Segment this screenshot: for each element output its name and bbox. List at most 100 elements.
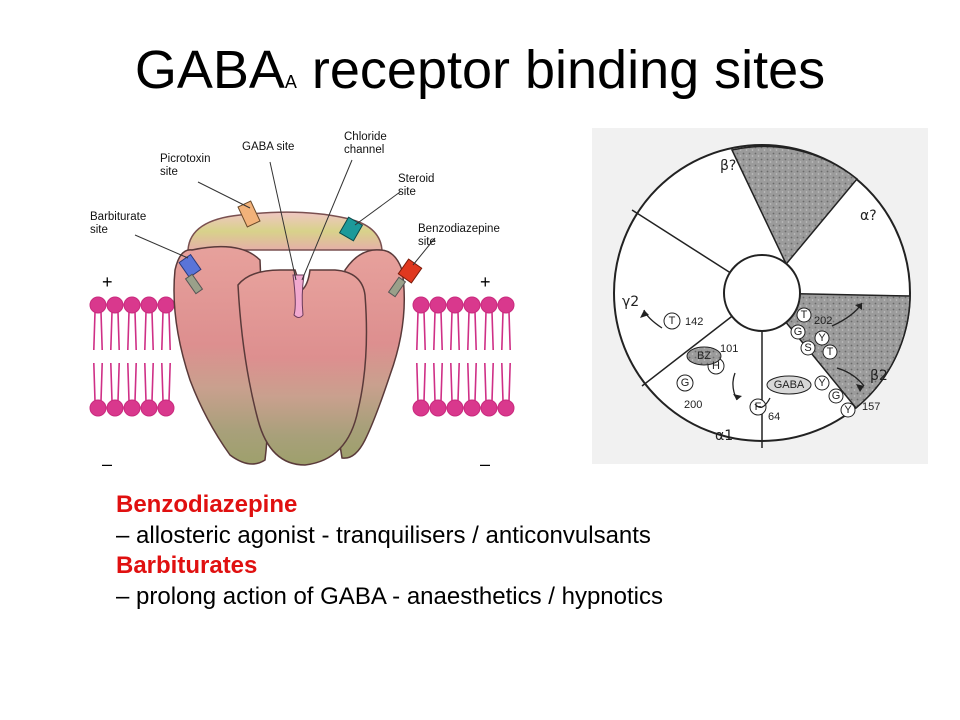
lipid-head [463, 296, 481, 314]
binding-site-markers [178, 200, 423, 298]
residue-GABA: GABA [774, 379, 805, 391]
lipid-head [497, 399, 515, 417]
charge-minus-left: – [102, 454, 112, 474]
lipid-head [123, 399, 141, 417]
lipid-tail [423, 311, 426, 351]
number-202: 202 [814, 315, 832, 327]
lipid-head [446, 399, 464, 417]
lipid-tail [484, 362, 487, 402]
residue-BZ: BZ [697, 350, 711, 362]
lipid-tail [508, 362, 511, 402]
lipid-head [480, 296, 498, 314]
slide-title: GABAA receptor binding sites [0, 38, 960, 114]
charge-minus-right: – [480, 454, 490, 474]
residue-Y157: Y [844, 404, 852, 416]
lipid-head [497, 296, 515, 314]
residue-T: T [827, 346, 834, 358]
lipid-tail [168, 311, 171, 351]
lipid-head [89, 296, 107, 314]
lipid-tail [491, 311, 494, 351]
receptor-protein [173, 211, 406, 466]
subunit-gamma2: γ2 [622, 294, 639, 310]
residue-H101: H [712, 360, 720, 372]
lipid-tail [508, 311, 511, 351]
residue-S: S [804, 342, 811, 354]
residue-G2: G [832, 390, 841, 402]
lipid-tail [93, 362, 96, 402]
lipid-head [429, 399, 447, 417]
lipid-bilayer [89, 296, 515, 417]
lipid-tail [151, 311, 154, 351]
lipid-tail [450, 362, 453, 402]
charge-plus-right: + [480, 272, 491, 292]
lipid-tail [467, 362, 470, 402]
lipid-tail [110, 311, 113, 351]
lipid-head [123, 296, 141, 314]
lipid-tail [491, 362, 494, 402]
lipid-tail [423, 362, 426, 402]
lipid-head [480, 399, 498, 417]
lipid-tail [501, 311, 504, 351]
subunit-wheel-diagram: β? α? γ2 β2 α1 T BZ H G GABA F T G S Y T… [592, 128, 928, 464]
lipid-tail [100, 362, 103, 402]
lipid-tail [168, 362, 171, 402]
lipid-tail [93, 311, 96, 351]
lipid-head [106, 399, 124, 417]
lipid-head [89, 399, 107, 417]
residue-Y: Y [818, 332, 826, 344]
lipid-tail [474, 311, 477, 351]
lipid-head [412, 399, 430, 417]
title-subscript: A [284, 72, 297, 92]
lipid-tail [450, 311, 453, 351]
lipid-tail [433, 311, 436, 351]
residue-T202: T [801, 309, 808, 321]
lipid-tail [127, 362, 130, 402]
lipid-tail [457, 362, 460, 402]
lipid-tail [151, 362, 154, 402]
lipid-tail [433, 362, 436, 402]
number-64: 64 [768, 411, 780, 423]
lipid-head [429, 296, 447, 314]
residue-G200: G [681, 377, 690, 389]
lipid-tail [474, 362, 477, 402]
lipid-head [463, 399, 481, 417]
lipid-head [446, 296, 464, 314]
lipid-head [140, 296, 158, 314]
lipid-tail [457, 311, 460, 351]
lipid-tail [134, 311, 137, 351]
lipid-tail [467, 311, 470, 351]
lipid-tail [144, 311, 147, 351]
number-157: 157 [862, 401, 880, 413]
lipid-tail [484, 311, 487, 351]
subunit-alpha-unknown: α? [860, 208, 877, 224]
label-leaders [134, 159, 436, 281]
lipid-tail [440, 362, 443, 402]
lipid-tail [117, 311, 120, 351]
lipid-tail [127, 311, 130, 351]
number-101: 101 [720, 343, 738, 355]
lipid-tail [110, 362, 113, 402]
term-barbiturates: Barbiturates [116, 552, 258, 579]
lipid-head [157, 296, 175, 314]
label-gaba-site: GABA site [242, 141, 294, 153]
lipid-tail [161, 362, 164, 402]
desc-barbiturates: – prolong action of GABA - anaesthetics … [116, 582, 663, 610]
sector-beta-unknown [730, 145, 859, 294]
subunit-beta-unknown: β? [720, 158, 736, 174]
lipid-tail [440, 311, 443, 351]
subunit-alpha1: α1 [715, 428, 733, 444]
lipid-head [106, 296, 124, 314]
term-benzodiazepine: Benzodiazepine [116, 491, 298, 518]
charge-plus-left: + [102, 272, 113, 292]
lipid-head [412, 296, 430, 314]
lipid-tail [134, 362, 137, 402]
number-142: 142 [685, 316, 703, 328]
lipid-tail [416, 362, 419, 402]
lipid-tail [501, 362, 504, 402]
lipid-tail [100, 311, 103, 351]
